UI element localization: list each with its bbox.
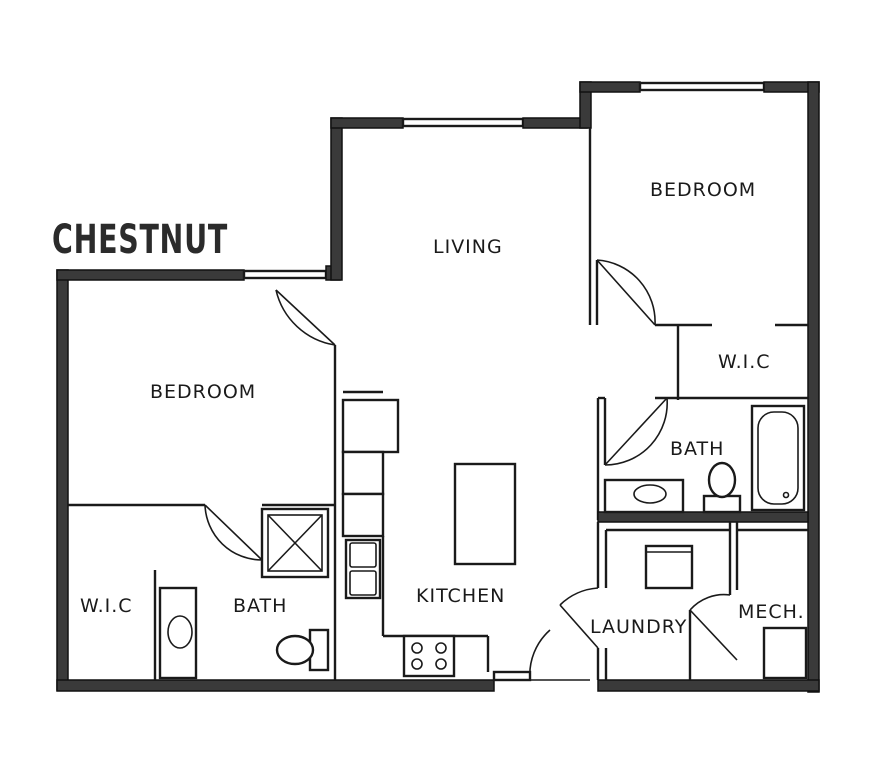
label-living: LIVING (433, 236, 503, 258)
label-mech: MECH. (738, 601, 805, 623)
room-labels: LIVING BEDROOM BEDROOM W.I.C BATH KITCHE… (80, 179, 805, 638)
interior-walls (68, 128, 809, 680)
label-bath-left: BATH (233, 595, 287, 617)
label-wic-left: W.I.C (80, 595, 133, 617)
label-bath-right: BATH (670, 438, 724, 460)
label-wic-right: W.I.C (718, 351, 771, 373)
doors (204, 259, 738, 681)
exterior-walls (56, 81, 820, 693)
plan-title: CHESTNUT (52, 217, 228, 263)
left-bath-fixtures (158, 507, 330, 680)
label-kitchen: KITCHEN (416, 585, 505, 607)
right-bath-fixtures (603, 404, 806, 514)
label-bedroom-left: BEDROOM (150, 381, 256, 403)
utility-fixtures (644, 544, 808, 680)
label-laundry: LAUNDRY (590, 616, 687, 638)
label-bedroom-right: BEDROOM (650, 179, 756, 201)
kitchen-fixtures (341, 390, 517, 678)
